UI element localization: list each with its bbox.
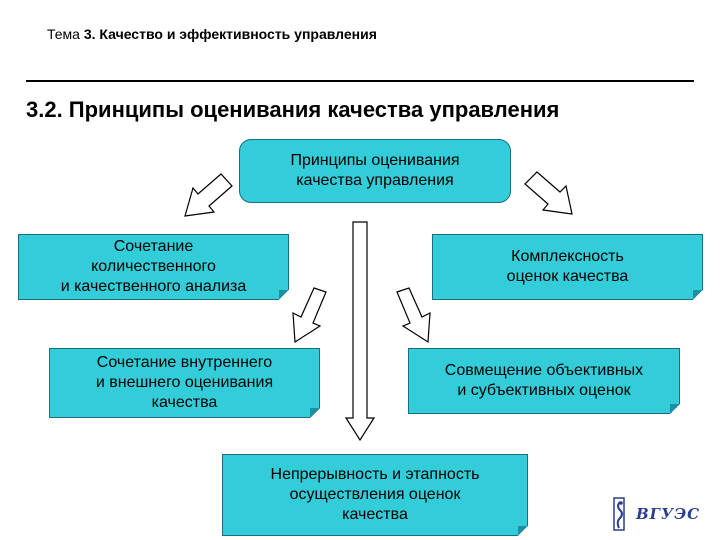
node-right-mid-label: Совмещение объективных и субъективных оц…	[444, 362, 644, 399]
arrow-to-left-top	[184, 173, 233, 217]
topic-line: Тема 3. Качество и эффективность управле…	[47, 26, 377, 42]
node-right-mid: Совмещение объективных и субъективных оц…	[408, 348, 680, 414]
node-bottom-label: Непрерывность и этапность осуществления …	[270, 466, 480, 523]
node-right-top-label: Комплексность оценок качества	[506, 248, 629, 285]
header-divider	[26, 80, 694, 82]
arrow-to-left-mid	[292, 287, 327, 344]
node-left-top-label: Сочетание количественного и качественног…	[60, 238, 247, 295]
page-title: 3.2. Принципы оценивания качества управл…	[26, 97, 560, 122]
arrow-to-right-top	[524, 171, 573, 215]
node-left-mid-label: Сочетание внутреннего и внешнего оценива…	[95, 354, 274, 411]
node-bottom: Непрерывность и этапность осуществления …	[222, 454, 528, 536]
seahorse-logo-icon	[613, 497, 625, 531]
arrow-to-bottom	[344, 221, 376, 442]
arrow-to-right-mid	[396, 287, 431, 344]
node-center-label: Принципы оценивания качества управления	[290, 152, 460, 189]
topic-title: 3. Качество и эффективность управления	[83, 26, 377, 42]
topic-prefix: Тема	[47, 26, 84, 42]
node-right-top: Комплексность оценок качества	[432, 234, 703, 300]
node-left-top: Сочетание количественного и качественног…	[18, 234, 289, 300]
logo-text: ВГУЭС	[636, 505, 701, 523]
node-left-mid: Сочетание внутреннего и внешнего оценива…	[49, 348, 320, 418]
node-center: Принципы оценивания качества управления	[239, 139, 511, 203]
